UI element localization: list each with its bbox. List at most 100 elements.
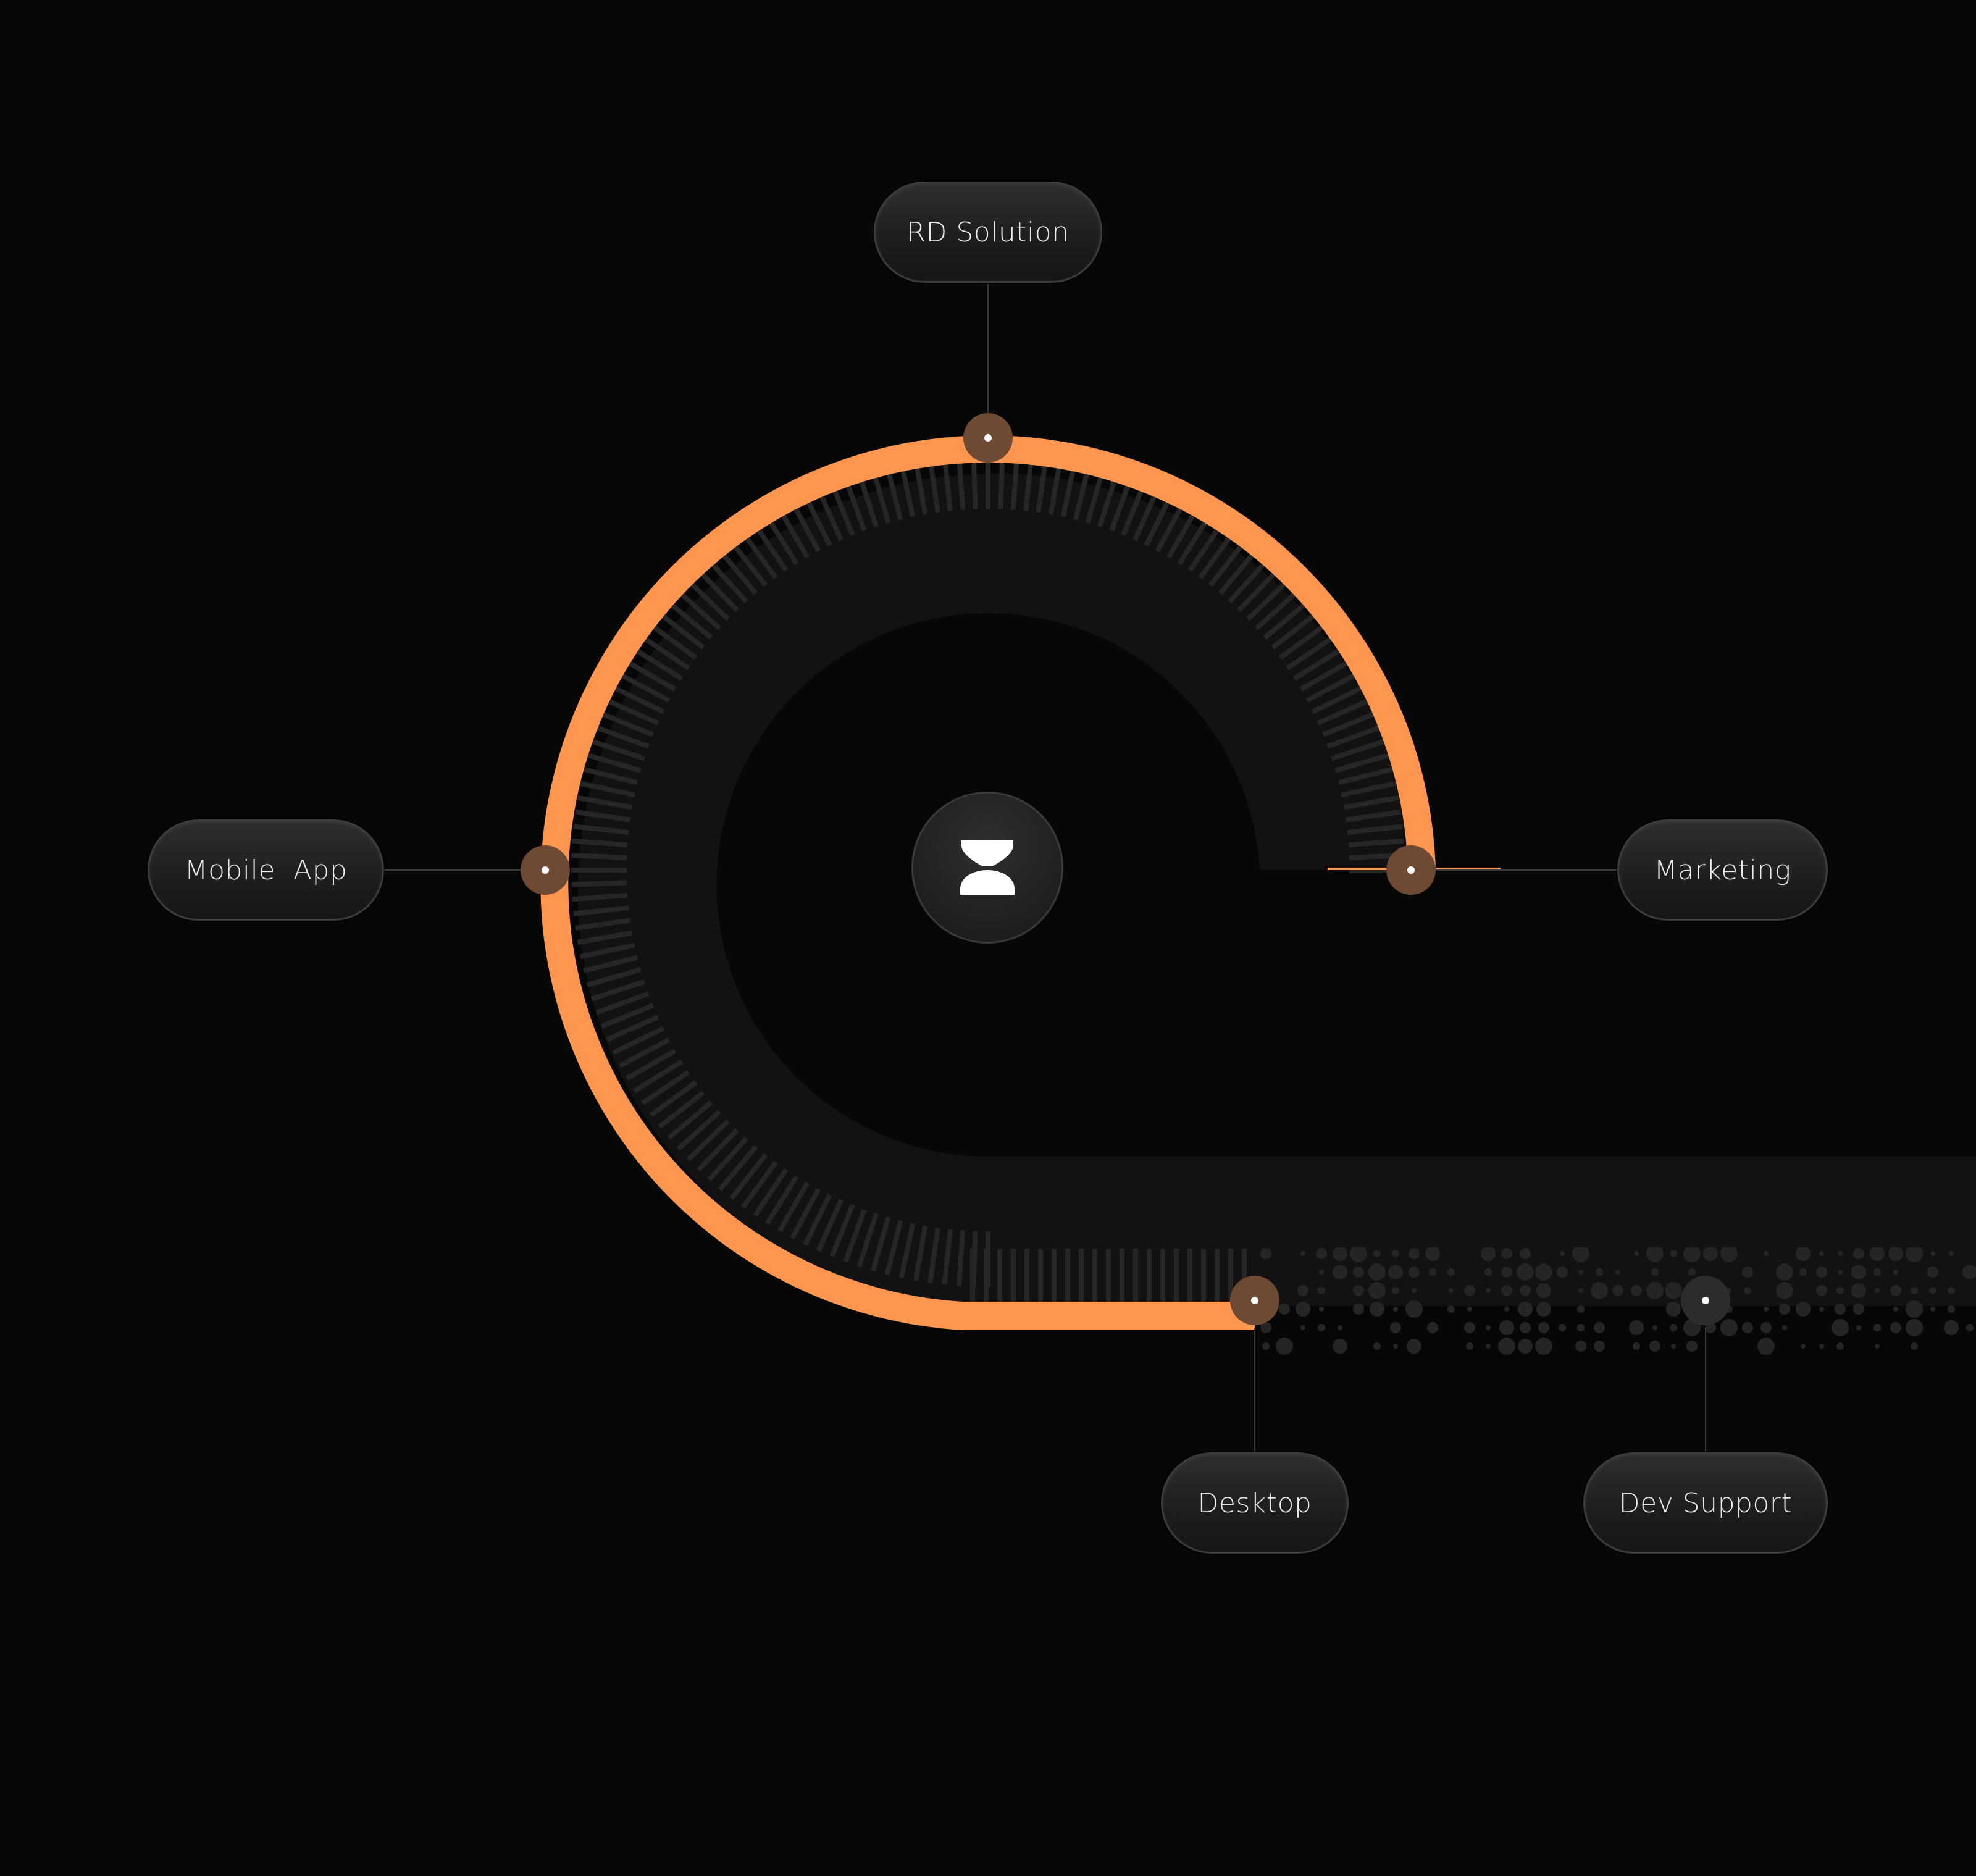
matrix-dot: [1911, 1287, 1918, 1294]
arc-tick: [777, 1181, 810, 1233]
label-marketing[interactable]: Marketing: [1617, 819, 1828, 921]
arc-tick: [1271, 611, 1318, 650]
arc-tick: [676, 1110, 721, 1151]
arc-tick: [1144, 494, 1173, 546]
matrix-dot: [1720, 1247, 1738, 1262]
matrix-dot: [1373, 1250, 1381, 1257]
matrix-dot: [1388, 1265, 1403, 1279]
matrix-dot: [1575, 1341, 1586, 1352]
matrix-dot: [1338, 1325, 1342, 1330]
arc-tick: [913, 1225, 928, 1281]
matrix-dot: [1819, 1251, 1824, 1256]
node-marketing[interactable]: [1386, 845, 1436, 895]
arc-tick: [884, 1220, 903, 1275]
arc-tick: [595, 725, 650, 749]
arc-tick: [1341, 781, 1397, 798]
arc-tick: [1208, 540, 1247, 587]
matrix-dot: [1779, 1304, 1790, 1315]
arc-tick: [790, 501, 821, 553]
arc-tick: [697, 1128, 739, 1172]
arc-tick: [803, 1194, 832, 1246]
arc-tick: [1109, 477, 1133, 532]
matrix-dot: [1893, 1270, 1898, 1275]
arc-tick: [1338, 766, 1393, 785]
arc-tick: [1345, 810, 1401, 823]
matrix-dot: [1333, 1247, 1347, 1261]
arc-tick: [1048, 459, 1063, 515]
matrix-dot: [1373, 1342, 1381, 1350]
arc-tick: [843, 1208, 867, 1263]
label-rd-solution[interactable]: RD Solution: [874, 182, 1102, 283]
matrix-dot: [1279, 1304, 1290, 1315]
arc-tick: [633, 647, 684, 681]
arc-tick: [856, 472, 879, 527]
arc-tick: [898, 1223, 916, 1279]
matrix-dot: [1836, 1287, 1844, 1294]
arc-tick: [729, 540, 768, 587]
matrix-dot: [1631, 1285, 1642, 1296]
arc-tick: [686, 1119, 730, 1162]
arc-tick: [764, 515, 799, 566]
matrix-dot: [1875, 1344, 1880, 1349]
node-mobile-app[interactable]: [521, 845, 570, 895]
matrix-dot: [1464, 1285, 1475, 1296]
arc-tick: [942, 1229, 953, 1285]
arc-tick: [583, 766, 638, 785]
matrix-dot: [1498, 1338, 1515, 1355]
node-desktop[interactable]: [1230, 1276, 1279, 1325]
arc-tick: [816, 488, 844, 542]
matrix-dot: [1517, 1263, 1534, 1281]
matrix-dot: [1816, 1267, 1827, 1278]
label-desktop[interactable]: Desktop: [1161, 1452, 1349, 1554]
matrix-dot: [1276, 1338, 1293, 1355]
matrix-dot: [1390, 1322, 1401, 1333]
matrix-dot: [1594, 1341, 1605, 1352]
matrix-dot: [1838, 1270, 1843, 1275]
matrix-dot: [1518, 1339, 1533, 1354]
matrix-dot: [1559, 1324, 1566, 1331]
matrix-dot: [1449, 1288, 1454, 1293]
matrix-dot: [1930, 1251, 1935, 1256]
arc-tick: [577, 930, 633, 945]
arc-tick: [572, 838, 628, 848]
matrix-dot: [1873, 1268, 1881, 1276]
label-dev-support[interactable]: Dev Support: [1583, 1452, 1828, 1554]
matrix-dot: [1578, 1288, 1583, 1293]
arc-tick: [1085, 468, 1105, 524]
matrix-dot: [1688, 1268, 1696, 1276]
matrix-dot: [1296, 1302, 1310, 1317]
matrix-dot: [1260, 1248, 1271, 1259]
matrix-dot: [1353, 1285, 1364, 1296]
matrix-dot: [1333, 1265, 1347, 1279]
arc-tick: [729, 1153, 768, 1200]
arc-tick: [1317, 698, 1370, 726]
arc-tick: [871, 1216, 891, 1272]
matrix-dot: [1838, 1251, 1843, 1256]
matrix-dot: [1634, 1251, 1639, 1256]
matrix-dot: [1906, 1300, 1923, 1318]
arc-tick: [1228, 558, 1269, 603]
matrix-dot: [1501, 1248, 1512, 1259]
arc-tick: [829, 482, 855, 537]
arc-tick: [1121, 482, 1147, 537]
arc-tick: [1347, 824, 1403, 835]
arc-tick: [1155, 501, 1186, 553]
label-mobile-app[interactable]: Mobile App: [148, 819, 384, 921]
matrix-dot: [1683, 1247, 1701, 1262]
matrix-dot: [1260, 1322, 1271, 1333]
node-dev-support[interactable]: [1681, 1276, 1730, 1325]
matrix-dot: [1873, 1324, 1881, 1331]
matrix-dot: [1353, 1304, 1364, 1315]
arc-tick: [1263, 600, 1309, 640]
matrix-dot: [1906, 1247, 1923, 1262]
matrix-dot: [1856, 1325, 1861, 1330]
arc-tick: [753, 523, 789, 572]
matrix-dot: [1538, 1322, 1549, 1333]
arc-tick: [606, 1015, 659, 1042]
arc-tick: [740, 531, 778, 580]
arc-tick: [626, 660, 677, 692]
node-rd-solution[interactable]: [963, 413, 1013, 463]
matrix-dot: [1670, 1250, 1677, 1257]
matrix-dot: [1578, 1270, 1583, 1275]
matrix-dot: [1429, 1268, 1436, 1276]
